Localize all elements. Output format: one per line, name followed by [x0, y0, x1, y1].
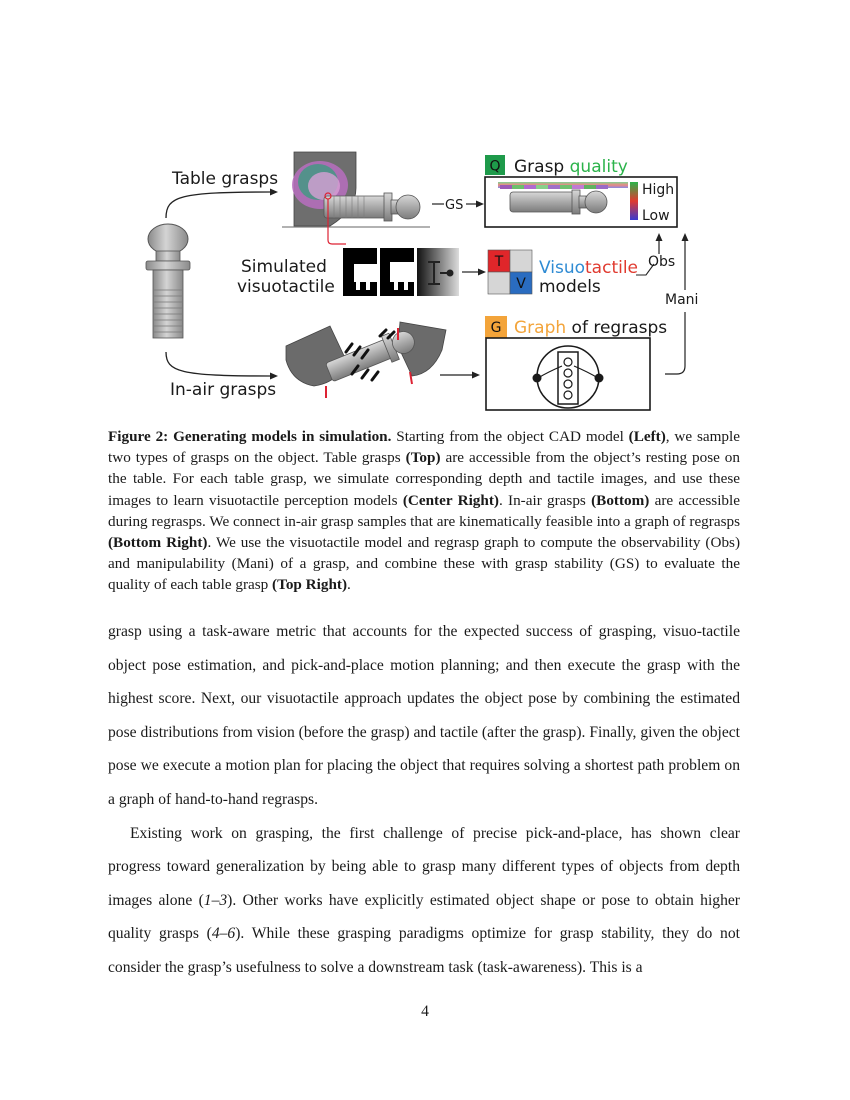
simulated-label: Simulated	[241, 257, 327, 277]
gs-label: GS	[445, 198, 463, 213]
visuotactile-models-title: Visuotactile	[539, 258, 638, 278]
cad-model-object	[145, 223, 191, 339]
q-badge	[485, 155, 505, 175]
table-grasp-render	[282, 151, 430, 228]
quality-colorbar	[630, 182, 638, 220]
tactile-images	[343, 248, 459, 296]
page-number: 4	[421, 1003, 429, 1020]
arrow-to-in-air-grasps	[165, 351, 271, 377]
mani-label: Mani	[665, 292, 698, 308]
figure-2: Table grasps GS Simulated visuotactile	[0, 0, 850, 420]
grasp-quality-panel: Q Grasp quality High Low	[484, 155, 678, 228]
visuotactile-models-panel: T V Visuotactile models	[487, 249, 638, 297]
caption-figure-label: Figure 2:	[108, 428, 174, 445]
g-badge	[485, 316, 507, 338]
grasp-quality-title: Grasp quality	[514, 157, 628, 177]
svg-text:models: models	[539, 277, 601, 297]
body-text: grasp using a task-aware metric that acc…	[108, 615, 740, 985]
graph-of-regrasps-title: Graph of regrasps	[514, 318, 667, 338]
table-grasps-label: Table grasps	[171, 169, 278, 189]
contact-connector-line	[327, 199, 346, 245]
in-air-grasps-label: In-air grasps	[170, 380, 276, 400]
low-label: Low	[642, 208, 670, 224]
arrow-to-table-grasps	[165, 191, 271, 219]
high-label: High	[642, 182, 674, 198]
in-air-grasp-render	[285, 321, 447, 398]
figure-graphic: Table grasps GS Simulated visuotactile	[145, 151, 698, 411]
svg-text:V: V	[516, 276, 526, 292]
svg-text:T: T	[494, 254, 504, 270]
svg-text:Q: Q	[489, 159, 500, 175]
v-badge	[509, 271, 533, 295]
regrasp-graph-panel: G Graph of regrasps	[485, 316, 667, 411]
paragraph-2: Existing work on grasping, the first cha…	[108, 824, 740, 976]
figure-caption: Figure 2: Generating models in simulatio…	[108, 428, 741, 594]
svg-text:G: G	[491, 320, 502, 336]
paragraph-1: grasp using a task-aware metric that acc…	[108, 623, 740, 808]
caption-title: Generating models in simulation.	[173, 428, 392, 445]
visuotactile-label: visuotactile	[237, 277, 335, 297]
obs-label: Obs	[648, 254, 675, 270]
